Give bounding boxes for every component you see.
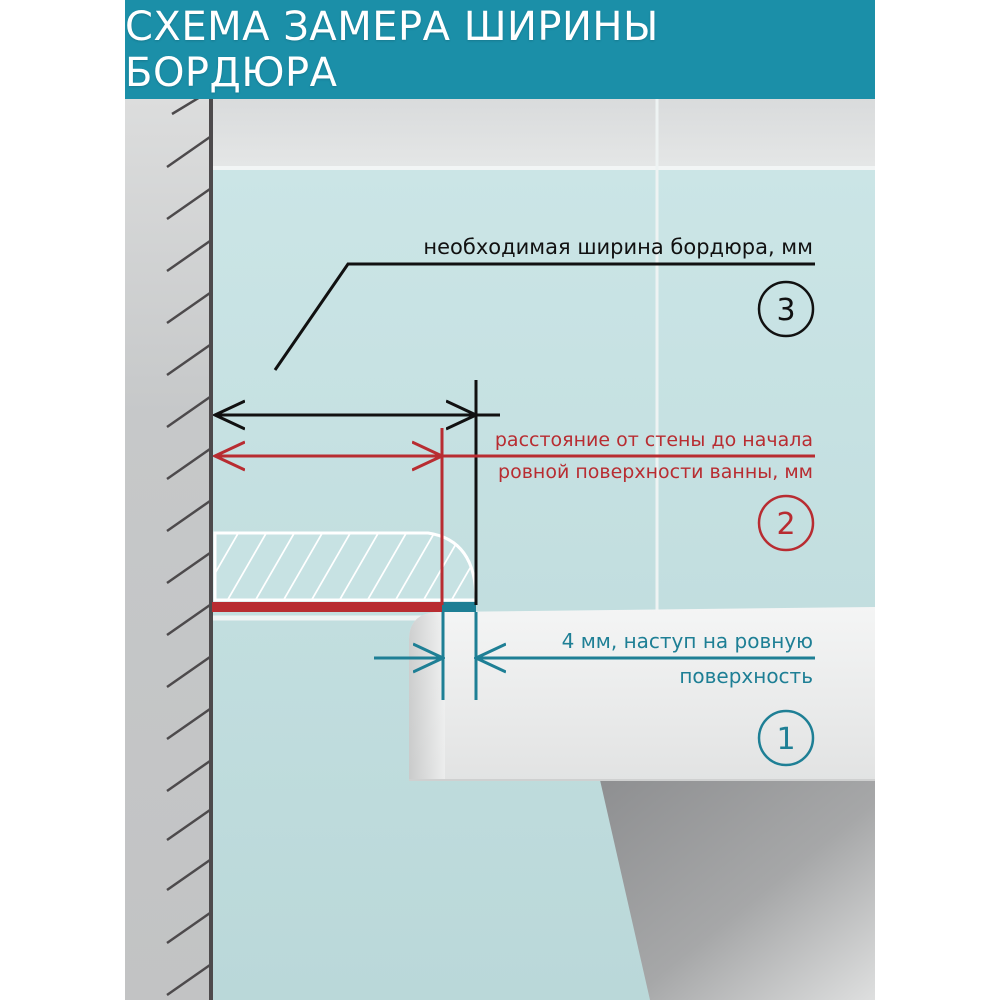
- label-1-line-1: 4 мм, наступ на ровную: [562, 629, 813, 653]
- page-title: СХЕМА ЗАМЕРА ШИРИНЫ БОРДЮРА: [125, 3, 659, 96]
- tile-grout-lines: [213, 99, 659, 621]
- label-3-line-1: необходимая ширина бордюра, мм: [423, 235, 813, 259]
- border-profile: [213, 531, 478, 602]
- dimension-1-overlap: [374, 612, 815, 700]
- label-2-line-2: ровной поверхности ванны, мм: [498, 461, 813, 483]
- badge-1: 1: [757, 709, 815, 767]
- measurement-scheme: необходимая ширина бордюра, мм 3 расстоя…: [125, 99, 875, 1000]
- wall-section: [125, 99, 213, 1000]
- dimension-3-required-width: [215, 262, 815, 605]
- badge-3: 3: [757, 280, 815, 338]
- dimension-2-wall-to-flat: [215, 428, 815, 605]
- badge-3-number: 3: [776, 293, 795, 328]
- diagram-canvas: СХЕМА ЗАМЕРА ШИРИНЫ БОРДЮРА: [125, 0, 875, 1000]
- upper-wall-band: [213, 99, 875, 166]
- header-banner: СХЕМА ЗАМЕРА ШИРИНЫ БОРДЮРА: [125, 0, 875, 99]
- label-2-line-1: расстояние от стены до начала: [495, 429, 813, 451]
- label-1-line-2: поверхность: [679, 664, 813, 688]
- badge-2-number: 2: [776, 507, 795, 542]
- bath-side-shadow: [600, 780, 875, 1000]
- badge-1-number: 1: [776, 722, 795, 757]
- wall-hatching: [166, 99, 211, 997]
- teal-base-bar: [442, 602, 476, 612]
- red-base-bar: [212, 602, 442, 612]
- badge-2: 2: [757, 494, 815, 552]
